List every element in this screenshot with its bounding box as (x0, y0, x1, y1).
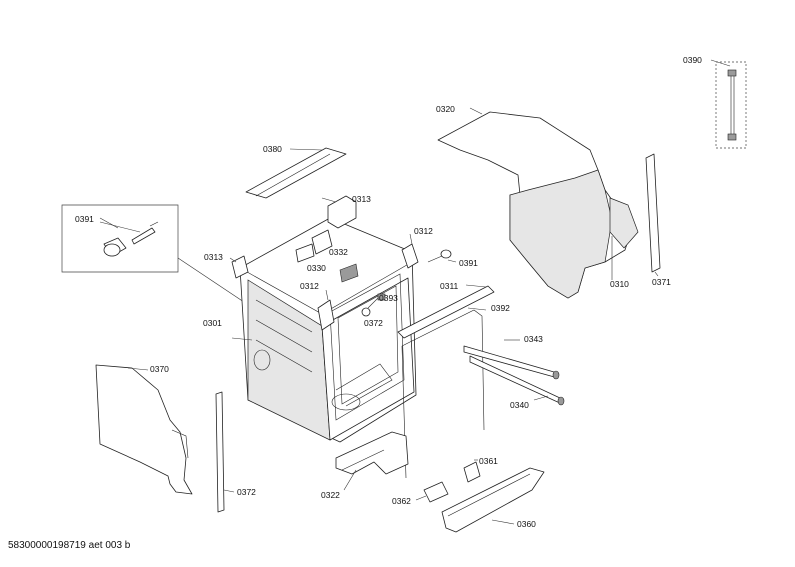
document-id-footer: 58300000198719 aet 003 b (8, 540, 131, 551)
part-0311-rail (397, 284, 495, 339)
part-0332-0330 (295, 229, 359, 283)
label-0392: 0372 (364, 318, 383, 328)
label-0332: 0332 (329, 247, 348, 257)
label-0360: 0360 (517, 519, 536, 529)
label-0310: 0392 (491, 303, 510, 313)
label-0361: 0361 (479, 456, 498, 466)
label-0330: 0330 (307, 263, 326, 273)
label-0311: 0311 (440, 281, 459, 291)
part-0343-0340-rods (463, 339, 565, 406)
label-0313-top: 0313 (352, 194, 371, 204)
label-0322: 0322 (321, 490, 340, 500)
label-0340: 0340 (510, 400, 529, 410)
label-0391-inset: 0391 (75, 214, 94, 224)
part-0391-inset (61, 204, 293, 335)
label-0393: 0393 (379, 293, 398, 303)
label-0320: 0320 (436, 104, 455, 114)
part-0320-insulation (437, 107, 633, 299)
label-0371: 0310 (610, 279, 629, 289)
label-0372-right: 0371 (652, 277, 671, 287)
label-0390: 0390 (683, 55, 702, 65)
part-0370-side-panel (95, 364, 193, 495)
part-0301-tub-frame (231, 217, 417, 443)
part-labels: 0390 0320 0380 0313 0391 0312 0332 0313 … (75, 55, 702, 529)
part-0371-side-insulation (609, 197, 639, 280)
label-0312-right: 0312 (414, 226, 433, 236)
label-0370: 0370 (150, 364, 169, 374)
part-0322-bottom (335, 431, 409, 491)
label-0312-left: 0312 (300, 281, 319, 291)
label-0391-right: 0391 (459, 258, 478, 268)
part-0312-hinges (317, 233, 419, 331)
label-0380: 0380 (263, 144, 282, 154)
part-0391-screw (427, 249, 457, 263)
part-0390-hose (710, 59, 747, 149)
label-0343: 0343 (524, 334, 543, 344)
label-0362: 0362 (392, 496, 411, 506)
part-0372-strip-right (645, 153, 661, 277)
label-0313-left: 0313 (204, 252, 223, 262)
label-0301: 0301 (203, 318, 222, 328)
part-0380-top-rail (245, 147, 347, 199)
part-0361-0362 (415, 459, 481, 503)
part-0313-brackets (229, 195, 357, 279)
label-0372-left: 0372 (237, 487, 256, 497)
part-0393-0392 (361, 293, 386, 317)
part-0372-strip-left (215, 391, 235, 513)
part-0360-base (441, 467, 545, 533)
